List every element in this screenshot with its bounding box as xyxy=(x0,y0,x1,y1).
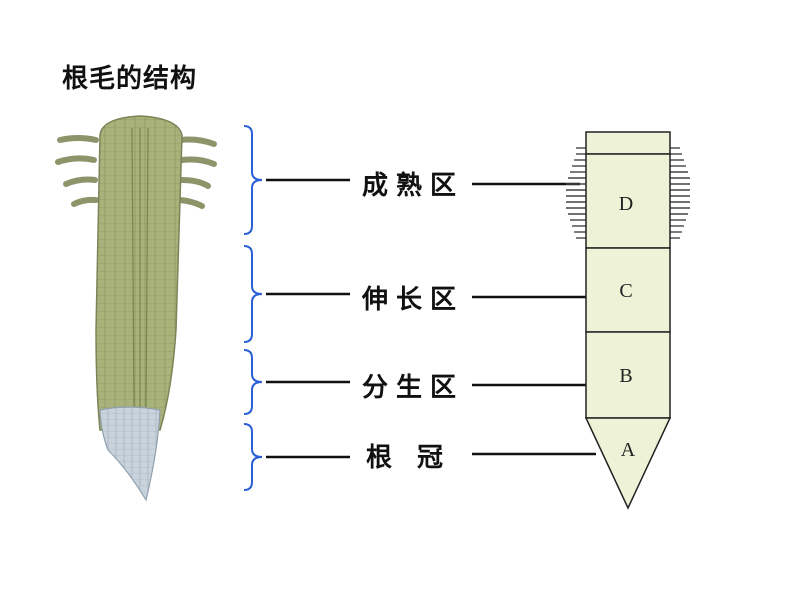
bracket-mature xyxy=(243,125,263,235)
page-title: 根毛的结构 xyxy=(62,64,198,94)
schematic-zone-c xyxy=(585,247,671,333)
root-tip-illustration xyxy=(55,115,217,502)
schematic-diagram: D C B A xyxy=(566,131,690,510)
bracket-rootcap xyxy=(243,423,263,491)
schematic-zone-d xyxy=(585,153,671,249)
zone-letter-d: D xyxy=(619,193,633,215)
label-elongation-zone: 伸长区 xyxy=(362,285,465,315)
schematic-root-hairs xyxy=(566,147,690,239)
schematic-top-segment xyxy=(585,131,671,155)
label-meristem-zone: 分生区 xyxy=(362,373,465,403)
leader-lines-left xyxy=(266,178,350,459)
zone-letter-c: C xyxy=(619,280,632,302)
label-mature-zone: 成熟区 xyxy=(362,171,465,201)
bracket-meristem xyxy=(243,349,263,415)
label-root-cap: 根 冠 xyxy=(366,443,452,473)
root-hairs-left xyxy=(55,135,99,207)
root-hairs-right xyxy=(177,136,217,209)
zone-letter-b: B xyxy=(619,365,632,387)
zone-letter-a: A xyxy=(621,439,636,461)
zone-brackets xyxy=(243,125,263,491)
bracket-elongation xyxy=(243,245,263,343)
schematic-zone-a xyxy=(584,417,672,510)
schematic-zone-b xyxy=(585,331,671,419)
leader-lines-right xyxy=(472,182,596,456)
